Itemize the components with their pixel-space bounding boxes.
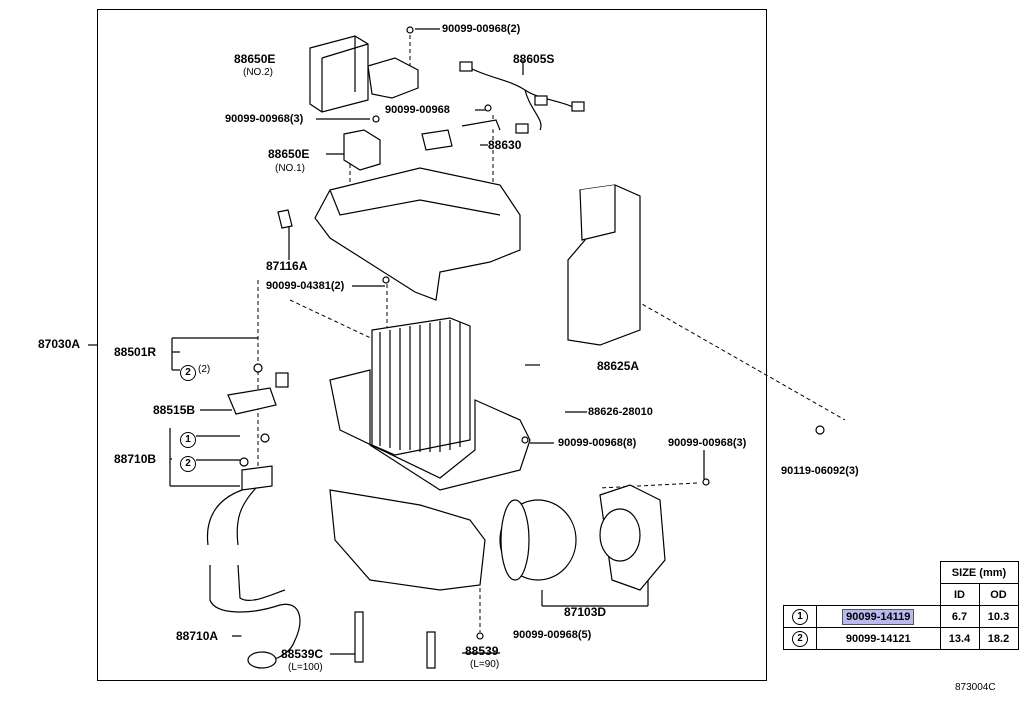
row-mark: 2: [792, 630, 808, 647]
label-87030a: 87030A: [38, 337, 81, 351]
part-number-link[interactable]: 90099-14121: [816, 627, 941, 650]
circle-1-marker: 1: [180, 429, 196, 448]
label-no2: (NO.2): [243, 67, 273, 78]
size-header: SIZE (mm): [939, 561, 1019, 584]
label-90099-00968-3b: 90099-00968(3): [668, 437, 747, 449]
label-90099-00968: 90099-00968: [385, 104, 450, 116]
label-88710b: 88710B: [114, 452, 157, 466]
label-88625a: 88625A: [597, 359, 640, 373]
label-90099-00968-5: 90099-00968(5): [513, 629, 592, 641]
label-87103d: 87103D: [564, 605, 607, 619]
col-id-header: ID: [939, 583, 980, 606]
label-no1: (NO.1): [275, 163, 305, 174]
part-number-link[interactable]: 90099-14119: [842, 608, 915, 625]
label-88630: 88630: [488, 138, 522, 152]
circle-2-marker-b: 2: [180, 453, 196, 472]
label-90099-04381-2: 90099-04381(2): [266, 280, 345, 292]
row-od: 10.3: [978, 605, 1019, 628]
table-row: 1 90099-14119 6.7 10.3: [783, 605, 1019, 628]
row-id: 6.7: [939, 605, 980, 628]
label-88501r: 88501R: [114, 345, 157, 359]
label-88539: 88539: [465, 644, 499, 658]
label-88515b: 88515B: [153, 403, 196, 417]
size-table: SIZE (mm) ID OD 1 90099-14119 6.7 10.3 2…: [783, 561, 1019, 650]
label-88539c: 88539C: [281, 647, 324, 661]
table-row: 2 90099-14121 13.4 18.2: [783, 627, 1019, 650]
label-l90: (L=90): [470, 659, 500, 670]
diagram-frame: [97, 9, 767, 681]
row-od: 18.2: [978, 627, 1019, 650]
label-88626-28010: 88626-28010: [588, 406, 653, 418]
figure-code: 873004C: [955, 682, 996, 693]
label-88605s: 88605S: [513, 52, 555, 66]
label-90119-06092-3: 90119-06092(3): [781, 465, 859, 477]
label-87116a: 87116A: [266, 259, 308, 273]
label-90099-00968-2: 90099-00968(2): [442, 23, 521, 35]
label-90099-00968-8: 90099-00968(8): [558, 437, 637, 449]
col-od-header: OD: [978, 583, 1019, 606]
label-88710a: 88710A: [176, 629, 219, 643]
label-2x2: (2): [198, 364, 211, 375]
label-88650e-no1: 88650E: [268, 147, 310, 161]
label-88650e-no2: 88650E: [234, 52, 276, 66]
row-mark: 1: [792, 608, 808, 625]
label-90099-00968-3a: 90099-00968(3): [225, 113, 304, 125]
circle-2-marker: 2: [180, 362, 196, 381]
label-l100: (L=100): [288, 662, 323, 673]
row-id: 13.4: [939, 627, 980, 650]
